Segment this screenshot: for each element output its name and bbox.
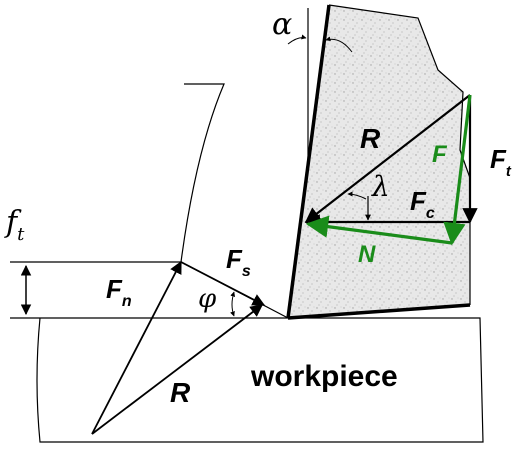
force-R-lower — [91, 304, 264, 435]
flank-face — [287, 303, 471, 320]
rake-face — [286, 4, 331, 319]
force-Fn — [91, 260, 182, 435]
Ft-label: Ft — [490, 144, 512, 180]
force-Fs — [180, 261, 266, 306]
Fs-label: Fs — [226, 244, 251, 280]
Fn-label: Fn — [106, 274, 132, 310]
phi-label: φ — [198, 284, 217, 314]
N-label: N — [358, 241, 376, 268]
alpha-arc-left — [287, 34, 307, 45]
phi-arc — [230, 291, 236, 317]
force-N-normal — [305, 215, 453, 245]
chip-outline — [10, 83, 225, 263]
F-friction-label: F — [432, 141, 448, 168]
workpiece-label: workpiece — [250, 360, 398, 393]
force-F-friction — [443, 94, 472, 246]
lambda-arc — [347, 191, 367, 200]
alpha-label: α — [272, 7, 292, 42]
R-lower-label: R — [170, 377, 191, 408]
workpiece-body — [10, 317, 484, 443]
force-R-upper — [304, 94, 471, 223]
R-upper-label: R — [360, 123, 381, 154]
ft-label: ft — [4, 205, 25, 245]
alpha-arc-right — [325, 36, 353, 53]
Fc-label: Fc — [410, 186, 435, 222]
lambda-label: λ — [371, 170, 390, 203]
